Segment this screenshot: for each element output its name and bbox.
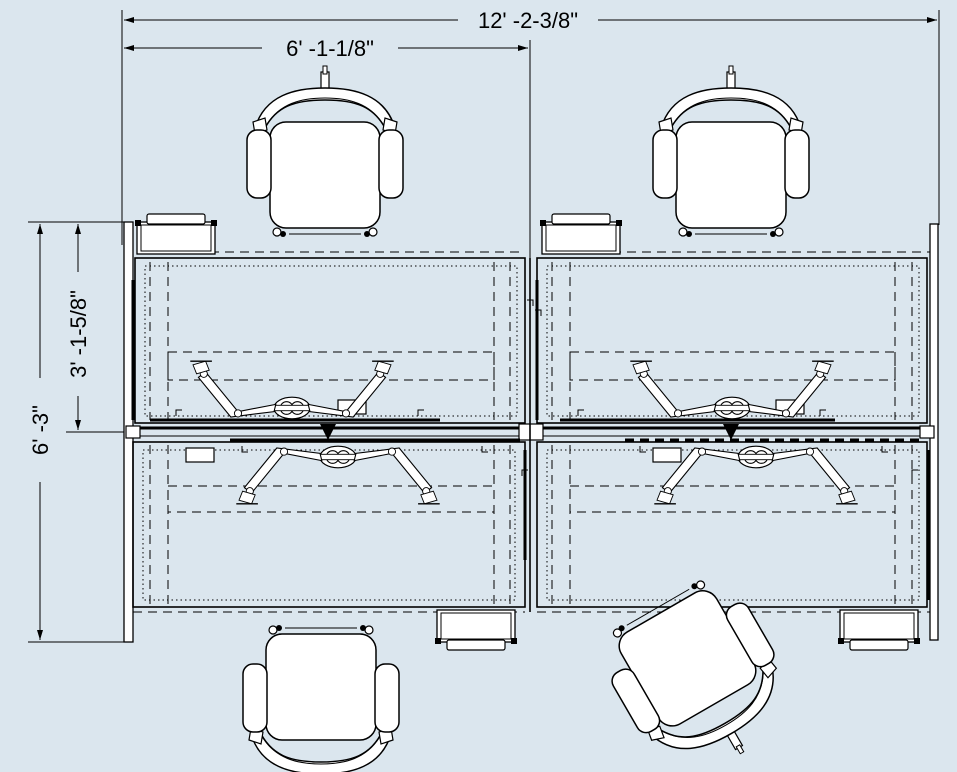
dimension-half-depth: 3' -1-5/8": [66, 224, 130, 433]
chair-bottom-right: [588, 564, 811, 772]
overall-width-label: 12' -2-3/8": [478, 8, 578, 33]
half-width-label: 6' -1-1/8": [286, 36, 374, 61]
workstation-top-left: [131, 213, 534, 424]
chair-bottom-left: [242, 624, 400, 772]
dimension-half-width: 6' -1-1/8": [124, 36, 531, 258]
dimension-overall-width: 12' -2-3/8": [121, 8, 940, 245]
workstation-top-right: [535, 213, 930, 424]
half-depth-label: 3' -1-5/8": [66, 290, 91, 378]
overall-depth-label: 6' -3": [28, 405, 53, 455]
dimension-overall-depth: 6' -3": [28, 221, 130, 643]
power-markers: [320, 424, 739, 440]
panel-frame: [123, 221, 939, 643]
workstation-bottom-left: [132, 438, 528, 651]
chair-top-right: [652, 65, 810, 238]
chair-top-left: [246, 65, 404, 238]
